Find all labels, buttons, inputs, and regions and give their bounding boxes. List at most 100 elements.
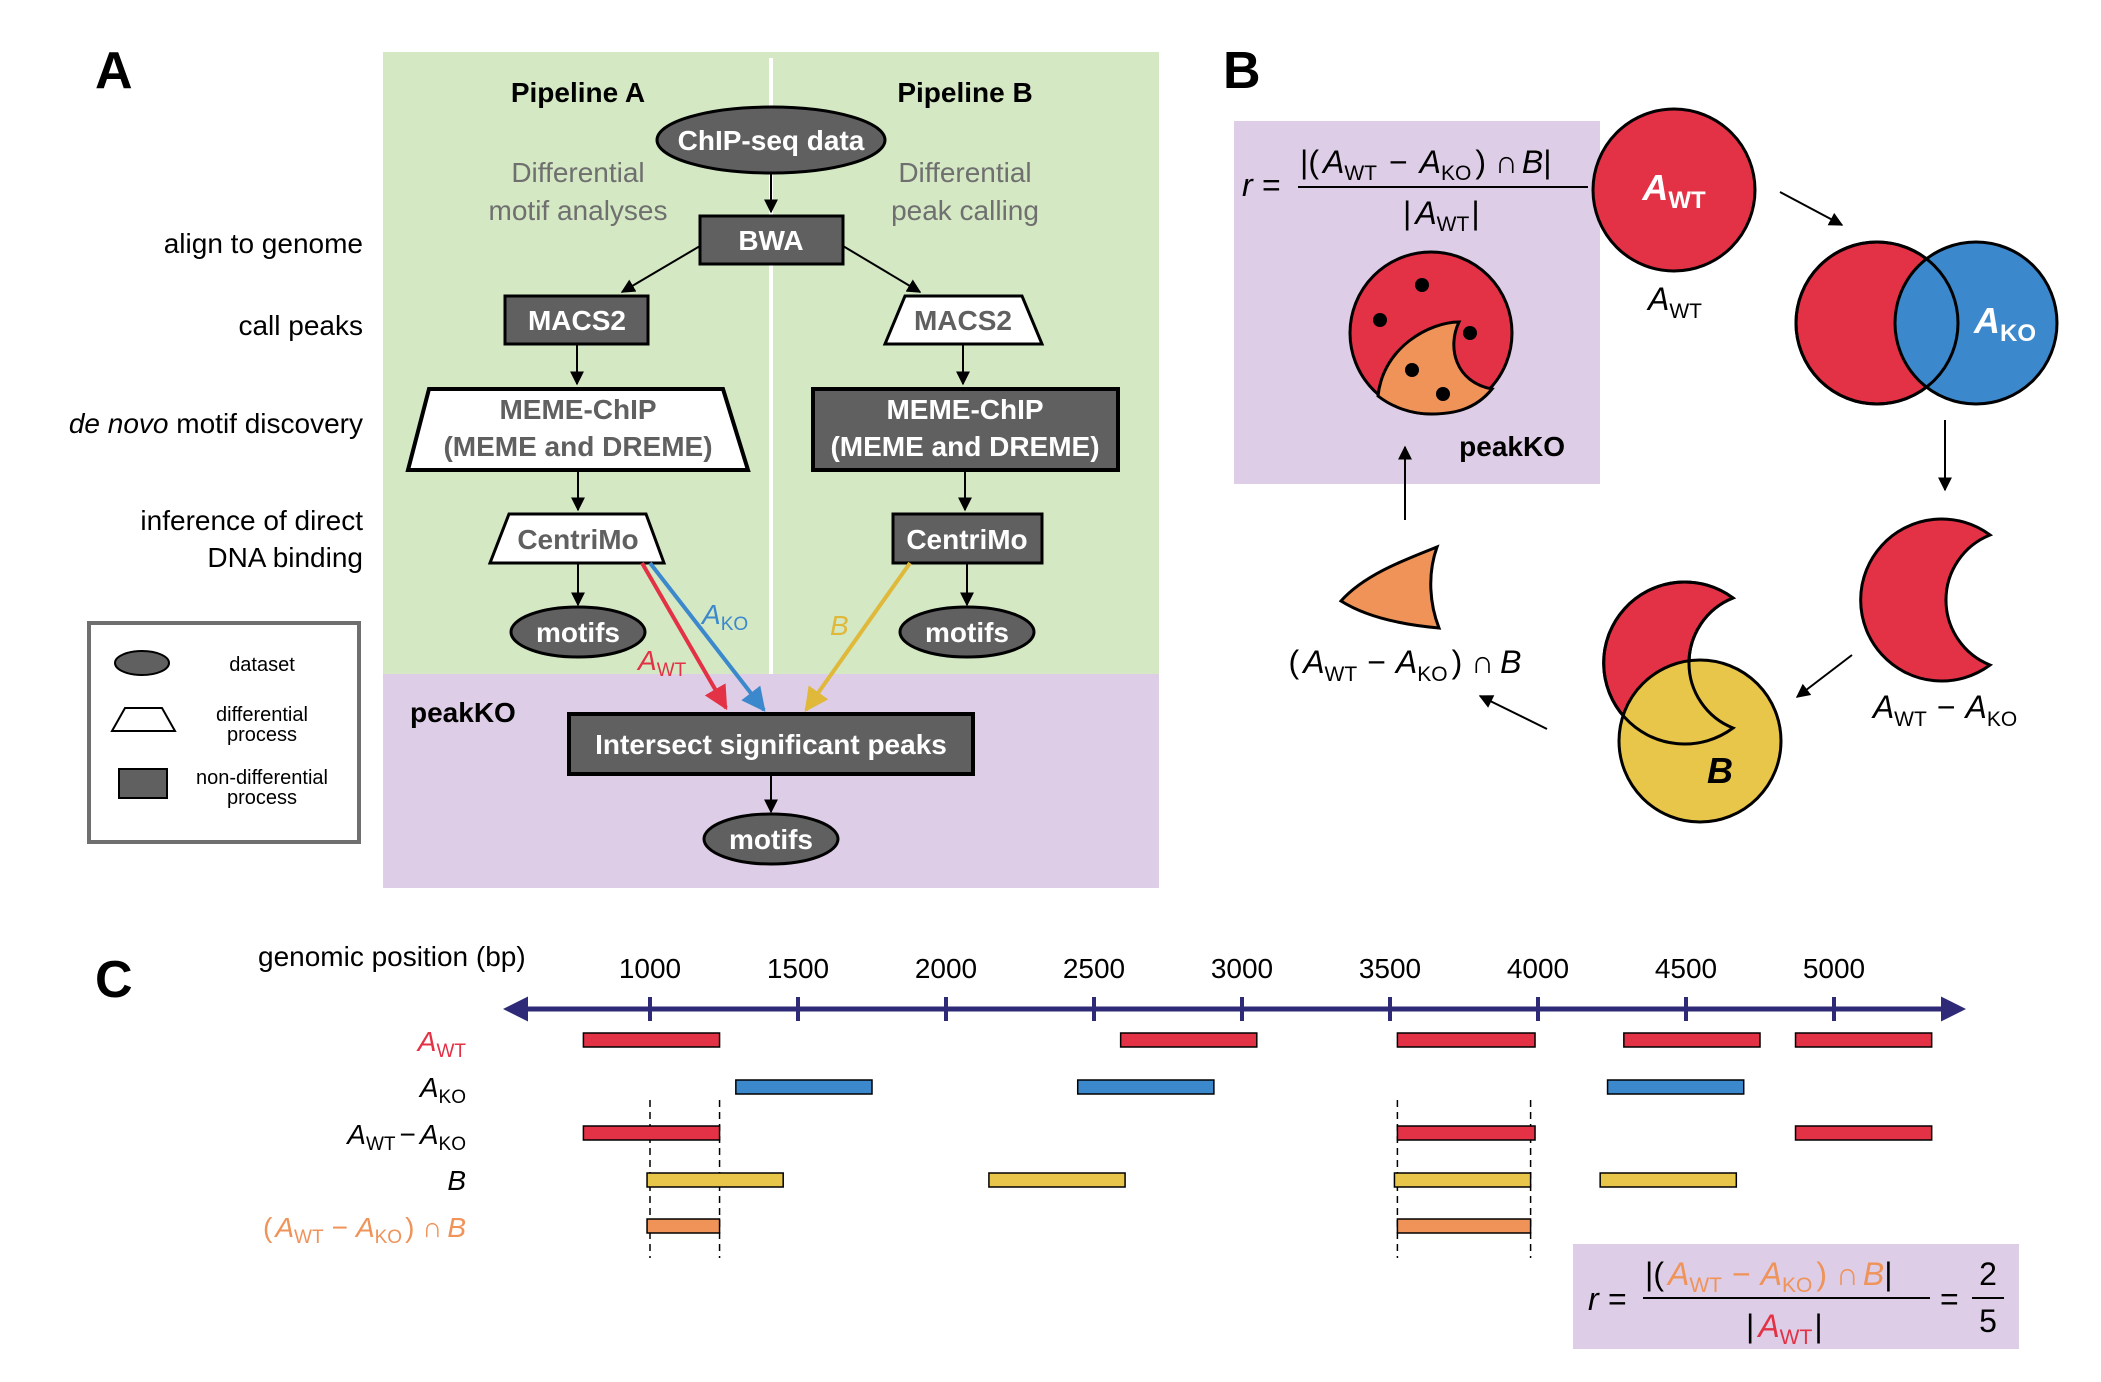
awt-minus-ako-caption: AWT−AKO [1871, 689, 2017, 731]
arrow-label-ako: AKO [700, 599, 748, 635]
axis-tick-label: 2000 [915, 953, 977, 984]
denovo-italic: de novo [69, 408, 169, 439]
centrimo-a-label: CentriMo [517, 524, 638, 555]
result-denominator: |AWT| [1746, 1308, 1823, 1349]
awt-circle-label: AWT [1641, 167, 1706, 214]
macs2-b-node [882, 294, 1045, 346]
awt-bar [1396, 1032, 1536, 1048]
result-num-value: 2 [1979, 1256, 1997, 1292]
arrow-label-b: B [830, 610, 849, 641]
diff-motif-line2: motif analyses [489, 195, 668, 226]
row-label-b: B [447, 1165, 466, 1196]
step-inference-line2: DNA binding [207, 542, 363, 573]
arrow-label-awt: AWT [636, 645, 687, 681]
row-label-awt: AWT [416, 1026, 467, 1062]
arrow-ako [648, 561, 766, 712]
legend-diff-line1: differential [216, 704, 308, 726]
axis-tick-label: 1500 [767, 953, 829, 984]
legend-diff-line2: process [227, 724, 297, 746]
awt-bar [1119, 1032, 1258, 1048]
diff-peak-line2: peak calling [891, 195, 1039, 226]
row-label-ako: AKO [418, 1072, 466, 1108]
motifs-a-node [509, 605, 647, 659]
axis-tick-label: 1000 [619, 953, 681, 984]
interval-bars [582, 1032, 1933, 1234]
awt-ako-venn [1794, 240, 2059, 406]
peako-circle [1348, 250, 1514, 416]
axis-title: genomic position (bp) [258, 941, 526, 972]
legend-nondiff-line2: process [227, 787, 297, 809]
formula-eq: = [1262, 167, 1281, 203]
awt-circle [1591, 107, 1757, 273]
legend-diff-swatch [110, 707, 177, 732]
memechip-b-line1: MEME-ChIP [886, 394, 1043, 425]
formula-denominator: |AWT| [1403, 195, 1480, 236]
diff-peak-line1: Differential [898, 157, 1031, 188]
crescent-b-venn [1602, 580, 1783, 824]
memechip-a-line2: (MEME and DREME) [443, 431, 712, 462]
motifs-a-label: motifs [536, 617, 620, 648]
result-eq: = [1608, 1281, 1627, 1317]
diff-motif-line1: Differential [511, 157, 644, 188]
motifs-final-label: motifs [729, 824, 813, 855]
axis-tick-label: 4000 [1507, 953, 1569, 984]
arrow-awt [640, 561, 728, 711]
pipeline-a-title: Pipeline A [511, 77, 645, 108]
arrow-step-4 [1478, 695, 1548, 730]
intersection-caption: (AWT−AKO) ∩B [1289, 644, 1522, 686]
step-inference-line1: inference of direct [140, 505, 363, 536]
axis-tick-label: 4500 [1655, 953, 1717, 984]
intersection-bar [646, 1218, 721, 1234]
result-formula-box [1573, 1244, 2019, 1349]
motifs-final-node [702, 812, 840, 866]
arrow-bwa-macs2-b [842, 245, 922, 293]
macs2-b-label: MACS2 [914, 305, 1012, 336]
memechip-a-line1: MEME-ChIP [499, 394, 656, 425]
arrow-step-3 [1795, 654, 1853, 698]
b-circle-label: B [1707, 750, 1733, 791]
chipseq-dataset-node [655, 105, 887, 175]
step-align: align to genome [164, 228, 363, 259]
pipeline-b-title: Pipeline B [897, 77, 1032, 108]
b-bar [646, 1172, 784, 1188]
b-bar [988, 1172, 1126, 1188]
ako-bar [1076, 1079, 1215, 1095]
motifs-b-node [898, 605, 1036, 659]
awt-bar [1623, 1032, 1761, 1048]
arrow-bwa-macs2-a [620, 245, 701, 293]
peako-label-a: peakKO [410, 697, 516, 728]
panel-c-label: C [95, 951, 133, 1009]
ako-bar [1606, 1079, 1745, 1095]
ako-circle-label: AKO [1973, 300, 2036, 347]
memechip-a-node [405, 387, 751, 472]
formula-numerator: |(AWT−AKO) ∩B| [1300, 144, 1552, 185]
awt-minus-ako-bar [1396, 1125, 1536, 1141]
row-label-awt-minus-ako: AWT−AKO [345, 1119, 466, 1155]
legend-nondiff-swatch [118, 768, 168, 799]
result-r: r [1588, 1281, 1600, 1317]
legend-dataset-label: dataset [229, 654, 295, 676]
result-den-value: 5 [1979, 1303, 1997, 1339]
awt-caption: AWT [1646, 281, 1702, 323]
awt-bar [582, 1032, 721, 1048]
legend-dataset-swatch [114, 650, 170, 676]
memechip-b-node [811, 387, 1120, 472]
denovo-rest: motif discovery [169, 408, 364, 439]
axis-tick-label: 3500 [1359, 953, 1421, 984]
panel-b-label: B [1223, 42, 1261, 100]
intersection-wedge [1338, 544, 1442, 630]
centrimo-b-node [891, 512, 1044, 565]
arrow-step-1 [1779, 191, 1844, 226]
centrimo-b-label: CentriMo [906, 524, 1027, 555]
row-label-intersection: (AWT−AKO) ∩B [263, 1212, 466, 1248]
result-eq2: = [1940, 1281, 1959, 1317]
macs2-a-label: MACS2 [528, 305, 626, 336]
intersect-label: Intersect significant peaks [595, 729, 947, 760]
b-bar [1393, 1172, 1532, 1188]
formula-r: r [1242, 167, 1254, 203]
result-numerator: |(AWT−AKO) ∩B| [1645, 1256, 1893, 1297]
axis-tick-label: 2500 [1063, 953, 1125, 984]
awt-minus-ako-bar [582, 1125, 721, 1141]
step-call-peaks: call peaks [238, 310, 363, 341]
